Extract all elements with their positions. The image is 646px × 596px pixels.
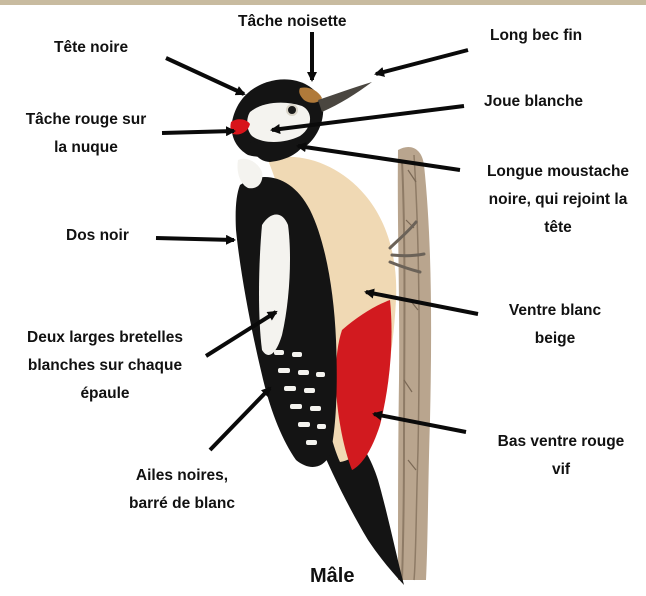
arrow-dos-noir: [156, 238, 234, 240]
label-deux-bretelles: Deux larges bretelles blanches sur chaqu…: [6, 324, 204, 408]
tree-branch: [398, 147, 431, 580]
label-long-bec-fin: Long bec fin: [490, 22, 582, 50]
arrow-tache-rouge: [162, 131, 234, 133]
label-tache-rouge: Tâche rouge sur la nuque: [12, 106, 160, 162]
beak: [318, 82, 372, 112]
caption-male: Mâle: [310, 565, 354, 588]
label-bas-ventre: Bas ventre rouge vif: [478, 428, 644, 484]
arrow-long-bec: [376, 50, 468, 74]
arrow-tete-noire: [166, 58, 244, 94]
label-dos-noir: Dos noir: [66, 222, 129, 250]
label-ventre-blanc: Ventre blanc beige: [488, 297, 622, 353]
eye: [287, 105, 297, 115]
white-neck-patch: [237, 159, 262, 189]
label-tache-noisette: Tâche noisette: [238, 8, 347, 36]
label-longue-moustache: Longue moustache noire, qui rejoint la t…: [470, 158, 646, 242]
label-tete-noire: Tête noire: [54, 34, 128, 62]
label-ailes-noires: Ailes noires, barré de blanc: [104, 462, 260, 518]
label-joue-blanche: Joue blanche: [484, 88, 583, 116]
arrow-ailes-noires: [210, 388, 270, 450]
